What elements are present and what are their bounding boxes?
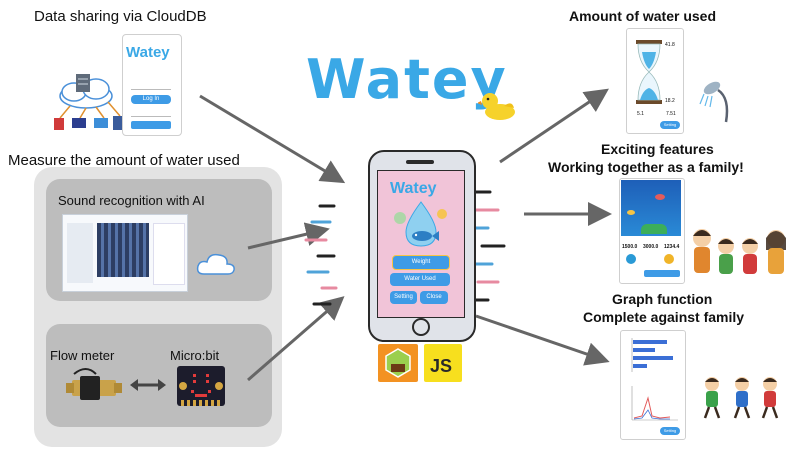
- cloud-icon: [196, 253, 235, 275]
- close-button[interactable]: Close: [420, 291, 448, 304]
- weight-button[interactable]: Weight: [392, 255, 450, 270]
- arrow-sound-to-phone: [247, 222, 330, 250]
- bar-and-line-graph: [631, 338, 678, 421]
- water-used-label: Amount of water used: [569, 8, 717, 24]
- javascript-logo: [424, 344, 462, 382]
- clouddb-login-button: Log In: [131, 95, 171, 104]
- javascript-logo-text: JS: [430, 356, 453, 376]
- game-water-icon: [626, 254, 636, 264]
- hourglass-reading-2: 18.2: [665, 98, 675, 104]
- clouddb-screen-title: Watey: [126, 44, 170, 61]
- hourglass-reading-1: 41.8: [665, 42, 675, 48]
- game-aquarium-view: [621, 180, 681, 236]
- microbit-label: Micro:bit: [170, 348, 220, 363]
- running-kids-illustration: [703, 377, 779, 419]
- watey-logo: Watey: [306, 48, 508, 111]
- hourglass-setting-button: Setting: [660, 121, 680, 129]
- hourglass-reading-3: 7.51: [666, 111, 676, 117]
- features-label-line2: Working together as a family!: [548, 159, 744, 175]
- arrow-cloud-to-phone: [199, 94, 346, 184]
- clouddb-input-2: [131, 110, 171, 117]
- arrow-flow-to-phone: [247, 296, 345, 382]
- phone-speaker: [406, 160, 434, 164]
- phone-app-title: Watey: [390, 180, 437, 197]
- clouddb-input: [131, 83, 171, 90]
- flow-meter-icon: [66, 368, 122, 400]
- graph-label-line1: Graph function: [612, 291, 713, 307]
- double-arrow-icon: [130, 379, 166, 391]
- hourglass-icon: [636, 40, 662, 104]
- game-stat-2: 3000.0: [643, 244, 659, 250]
- setting-button[interactable]: Setting: [390, 291, 417, 304]
- game-stat-3: 1234.4: [664, 244, 680, 250]
- app-inventor-logo: [378, 344, 418, 382]
- cloud-network-icon: [54, 74, 127, 130]
- arrow-phone-to-hourglass: [499, 88, 609, 164]
- flow-meter-panel: [46, 324, 272, 427]
- speed-lines-decoration: [304, 190, 506, 306]
- features-label-line1: Exciting features: [601, 141, 714, 157]
- water-drop-fish-icon: [394, 201, 447, 247]
- measure-label: Measure the amount of water used: [8, 152, 240, 169]
- arrow-phone-to-graph: [475, 314, 610, 366]
- graph-label-line2: Complete against family: [583, 309, 745, 325]
- game-stat-1: 1500.0: [622, 244, 638, 250]
- duck-icon: [478, 93, 515, 120]
- family-illustration: [693, 229, 786, 274]
- phone-home-button: [412, 318, 430, 336]
- hourglass-reading-4: 5.1: [637, 111, 644, 117]
- flow-meter-label: Flow meter: [50, 348, 115, 363]
- teachable-machine-screenshot: [62, 214, 188, 292]
- clouddb-screen: [122, 34, 182, 136]
- game-coin-icon: [664, 254, 674, 264]
- graph-setting-button: Setting: [660, 427, 680, 435]
- cloud-sharing-label: Data sharing via CloudDB: [34, 8, 207, 25]
- shower-icon: [699, 81, 729, 123]
- water-used-button[interactable]: Water Used: [390, 273, 450, 286]
- microbit-icon: [177, 366, 225, 406]
- clouddb-change-button: [131, 121, 171, 129]
- sound-recognition-label: Sound recognition with AI: [58, 193, 205, 208]
- game-buttons: [644, 270, 680, 277]
